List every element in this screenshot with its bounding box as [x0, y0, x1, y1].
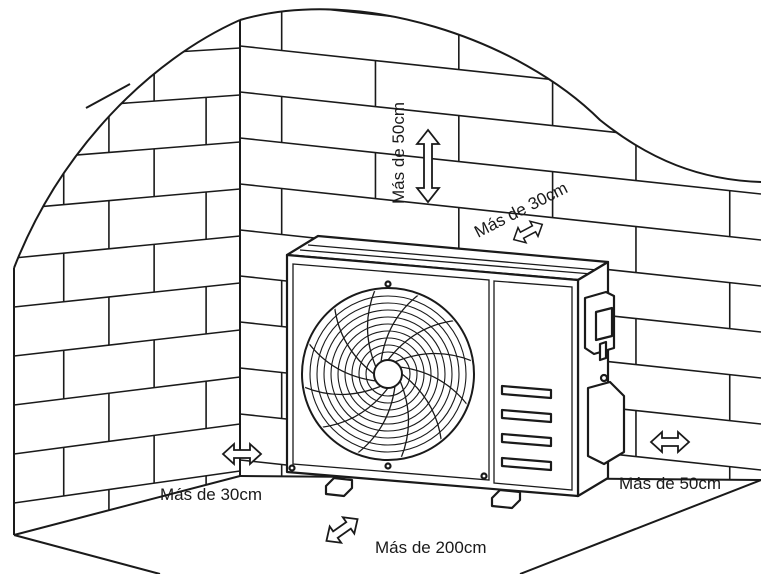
unit-foot-right [490, 488, 522, 510]
left-wall-bricks [14, 47, 240, 535]
label-right-clearance: Más de 50cm [619, 474, 721, 493]
unit-foot-left [324, 476, 354, 498]
back-wall-top-curve [239, 8, 761, 183]
label-top-clearance: Más de 50cm [389, 102, 408, 204]
arrow-front-clearance [319, 510, 365, 550]
arrow-top-clearance [416, 129, 440, 203]
service-valves [583, 290, 626, 466]
label-front-clearance: Más de 200cm [375, 538, 487, 557]
floor-right-edge [519, 479, 761, 574]
floor-front-edge [13, 534, 161, 574]
fan-grille [301, 287, 475, 461]
label-left-clearance: Más de 30cm [160, 485, 262, 504]
fan-hub [373, 359, 403, 389]
unit-louvers [500, 384, 553, 472]
left-wall-outline [13, 19, 241, 269]
floor-left-edge [13, 475, 241, 536]
arrow-right-clearance [650, 431, 690, 453]
wall-crack-line [85, 83, 131, 109]
outdoor-ac-unit [285, 234, 626, 510]
